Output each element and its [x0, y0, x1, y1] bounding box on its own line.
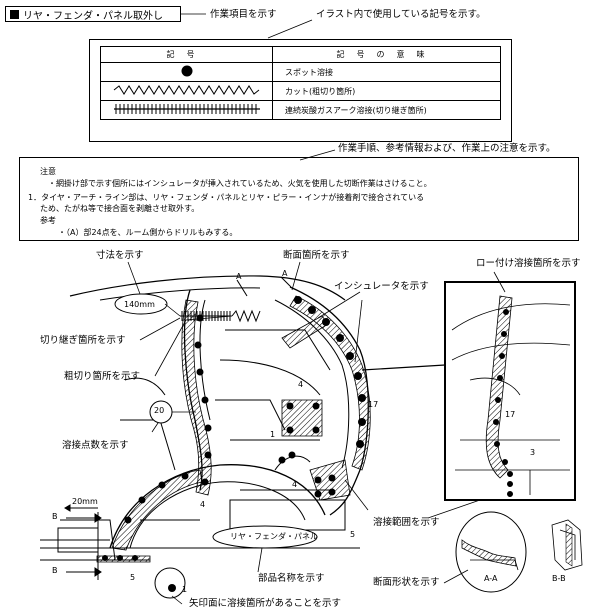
rough-cut-line — [231, 309, 261, 323]
callout-arrow-side: 矢印面に溶接箇所があることを示す — [189, 598, 342, 609]
weld-count-4: 4 — [298, 380, 304, 389]
note-item-1-cont: ため、たがね等で接合面を剥離させ取外す。 — [40, 204, 200, 213]
arrow-side-circle — [154, 567, 186, 599]
callout-leaders — [127, 261, 481, 605]
symbol-legend: 記号 記号の意味 スポット溶接 カット(粗切り箇所) 連続炭酸ガスアーク溶接(切… — [89, 39, 512, 142]
weld-count-4b: 4 — [292, 480, 298, 489]
callout-insulator: インシュレータを示す — [334, 281, 429, 292]
callout-weld-count: 溶接点数を示す — [62, 440, 129, 451]
legend-meaning: 連続炭酸ガスアーク溶接(切り継ぎ箇所) — [272, 100, 501, 120]
weld-count-5b: 5 — [130, 573, 136, 582]
callout-symbols-used: イラスト内で使用している記号を示す。 — [316, 9, 486, 20]
inset-count-17: 17 — [505, 410, 516, 419]
section-a-mark: A — [236, 272, 242, 281]
caution-text: ・網掛け部で示す個所にはインシュレータが挿入されているため、火気を使用した切断作… — [48, 179, 432, 188]
legend-row: カット(粗切り箇所) — [100, 81, 501, 101]
inset-count-3: 3 — [530, 448, 536, 457]
weld-count-20: 20 — [154, 406, 165, 415]
weld-count-1: 1 — [270, 430, 276, 439]
section-aa-ellipse — [455, 511, 527, 593]
callout-cut-joint: 切り継ぎ箇所を示す — [40, 335, 126, 346]
weld-count-4c: 4 — [200, 500, 206, 509]
weld-count-17: 17 — [368, 400, 379, 409]
callout-rough-cut: 粗切り箇所を示す — [64, 371, 141, 382]
part-name-label: リヤ・フェンダ・パネル — [230, 532, 318, 541]
section-b-mark: B — [52, 512, 58, 521]
dimension-ellipse — [114, 293, 168, 315]
page-title: リヤ・フェンダ・パネル取外し — [23, 10, 163, 22]
legend-row: 連続炭酸ガスアーク溶接(切り継ぎ箇所) — [100, 100, 501, 120]
note-item-1: 1．タイヤ・アーチ・ライン部は、リヤ・フェンダ・パネルとリヤ・ピラー・インナが接… — [28, 193, 425, 202]
notes-box: 注意 ・網掛け部で示す個所にはインシュレータが挿入されているため、火気を使用した… — [19, 157, 579, 241]
caution-label: 注意 — [40, 167, 56, 176]
section-aa-label: A-A — [484, 574, 498, 583]
section-b-mark: B — [52, 566, 58, 575]
section-bb-label: B-B — [552, 574, 566, 583]
dimension-140: 140mm — [124, 300, 155, 309]
weld-bands — [96, 295, 371, 563]
part-name-ellipse — [212, 525, 318, 549]
reference-text: ・（A）部24点を、ルーム側からドリルもみする。 — [58, 228, 238, 237]
hatched-weld-icon — [100, 100, 273, 120]
inset-spot-dots — [493, 309, 513, 497]
callout-section-shape: 断面形状を示す — [373, 577, 440, 588]
title-box: リヤ・フェンダ・パネル取外し — [5, 6, 181, 22]
section-bb-shape — [551, 519, 583, 571]
spot-weld-dots — [102, 296, 366, 594]
callout-work-item: 作業項目を示す — [210, 9, 277, 20]
weld-count-1b: 1 — [182, 585, 188, 594]
callout-part-name: 部品名称を示す — [258, 573, 325, 584]
section-aa-shape — [461, 539, 517, 567]
callout-dimension: 寸法を示す — [96, 250, 144, 261]
callout-braze-weld: ロー付け溶接箇所を示す — [476, 258, 581, 269]
inset-braze-band — [485, 295, 513, 479]
title-square-icon — [10, 9, 19, 19]
callout-weld-range: 溶接範囲を示す — [373, 517, 440, 528]
cut-joint-line — [180, 311, 232, 321]
legend-row: スポット溶接 — [100, 62, 501, 82]
reference-label: 参考 — [40, 216, 56, 225]
dimension-20: 20mm — [72, 497, 98, 506]
section-a-mark: A — [282, 269, 288, 278]
section-b-arrows — [64, 504, 102, 580]
callout-section-location: 断面箇所を示す — [283, 250, 350, 261]
legend-table: 記号 記号の意味 スポット溶接 カット(粗切り箇所) 連続炭酸ガスアーク溶接(切… — [100, 46, 501, 120]
weld-count-5: 5 — [350, 530, 356, 539]
callout-procedure: 作業手順、参考情報および、作業上の注意を示す。 — [338, 143, 556, 154]
